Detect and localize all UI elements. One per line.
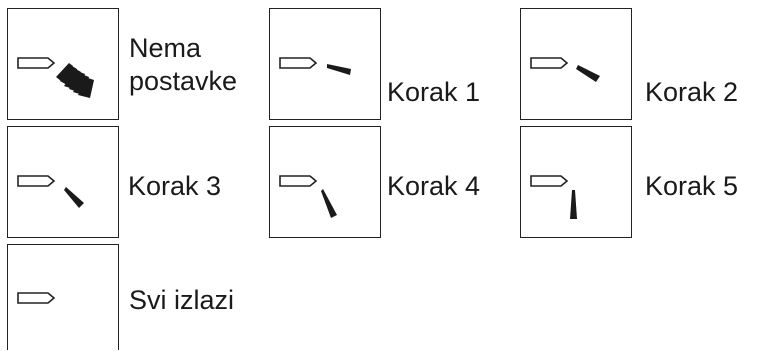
setting-tile-step5 <box>520 126 632 238</box>
setting-label-all: Svi izlazi <box>129 285 235 315</box>
setting-label-step2: Korak 2 <box>645 77 739 107</box>
setting-tile-step4 <box>269 126 381 238</box>
setting-label-none: Nema postavke <box>129 33 238 96</box>
louver-step-4-icon <box>279 175 337 218</box>
setting-tile-none <box>7 8 119 120</box>
louver-step-1-icon <box>279 57 351 75</box>
setting-label-step5: Korak 5 <box>645 171 739 201</box>
louver-step-2-icon <box>530 57 600 82</box>
setting-tile-step3 <box>7 126 119 238</box>
setting-label-step1: Korak 1 <box>387 77 481 107</box>
louver-swing-all-positions-icon <box>17 57 94 98</box>
setting-tile-step2 <box>520 8 632 120</box>
louver-all-outlets-icon <box>17 292 56 304</box>
setting-label-step3: Korak 3 <box>128 171 222 201</box>
louver-step-3-icon <box>17 175 84 208</box>
setting-label-step4: Korak 4 <box>387 171 481 201</box>
louver-step-5-icon <box>530 175 577 219</box>
setting-tile-all <box>7 244 119 350</box>
setting-tile-step1 <box>269 8 381 120</box>
